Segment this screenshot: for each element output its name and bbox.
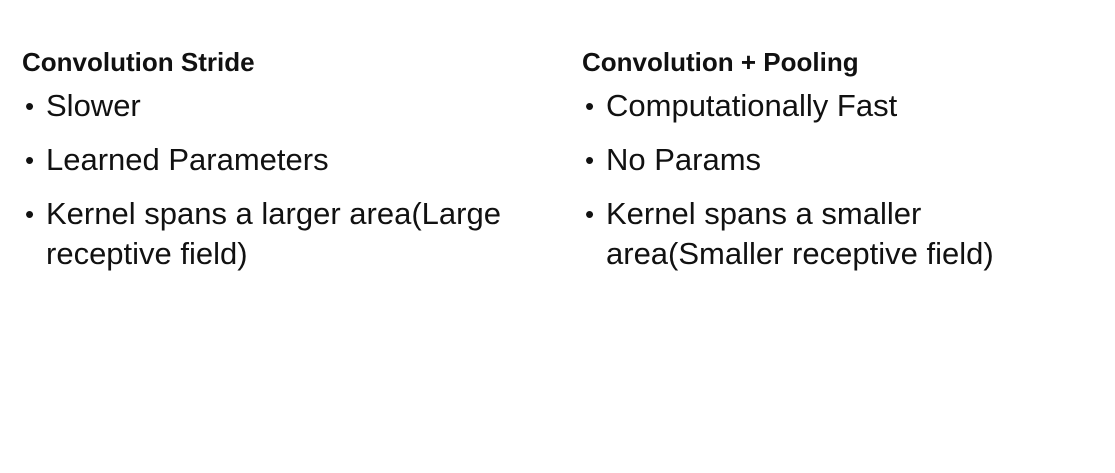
bullet-icon: •	[25, 145, 35, 175]
bullet-item: • No Params	[582, 140, 1102, 180]
bullet-item: • Kernel spans a larger area(Large recep…	[22, 194, 542, 274]
bullet-text: Kernel spans a larger area(Large recepti…	[46, 196, 501, 271]
bullet-text: Kernel spans a smaller area(Smaller rece…	[606, 196, 994, 271]
bullet-list: • Computationally Fast • No Params • Ker…	[582, 86, 1102, 274]
bullet-icon: •	[585, 91, 595, 121]
bullet-icon: •	[25, 199, 35, 229]
bullet-text: No Params	[606, 142, 762, 177]
bullet-text: Learned Parameters	[46, 142, 329, 177]
bullet-list: • Slower • Learned Parameters • Kernel s…	[22, 86, 542, 274]
bullet-item: • Kernel spans a smaller area(Smaller re…	[582, 194, 1102, 274]
column-heading: Convolution Stride	[22, 47, 255, 77]
bullet-icon: •	[585, 199, 595, 229]
column-heading: Convolution + Pooling	[582, 47, 859, 77]
bullet-text: Computationally Fast	[606, 88, 898, 123]
bullet-item: • Learned Parameters	[22, 140, 542, 180]
convolution-stride-column: Convolution Stride • Slower • Learned Pa…	[22, 44, 542, 288]
bullet-item: • Computationally Fast	[582, 86, 1102, 126]
bullet-icon: •	[585, 145, 595, 175]
bullet-item: • Slower	[22, 86, 542, 126]
convolution-pooling-column: Convolution + Pooling • Computationally …	[582, 44, 1102, 288]
bullet-text: Slower	[46, 88, 141, 123]
bullet-icon: •	[25, 91, 35, 121]
